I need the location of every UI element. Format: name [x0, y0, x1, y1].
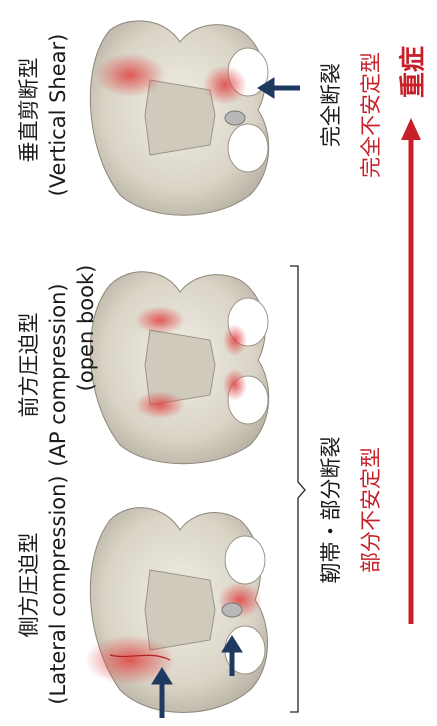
type-2-name: 前方圧迫型 [13, 313, 43, 418]
severity-label: 重症 [393, 46, 430, 98]
type-1-en: (Lateral compression) [46, 475, 70, 704]
bracket [290, 266, 305, 712]
type-3-name: 垂直剪断型 [13, 58, 43, 163]
type-3-en: (Vertical Shear) [46, 34, 70, 197]
pelvis-vertical-shear [90, 21, 268, 215]
stability-complete: 完全不安定型 [355, 52, 385, 178]
stability-partial: 部分不安定型 [355, 447, 385, 573]
severity-arrow [401, 118, 421, 624]
type-2-en: (AP compression) [46, 283, 70, 466]
type-2-en2: (open book) [74, 265, 98, 392]
pelvis-lateral-compression [85, 508, 268, 713]
pelvis-ap-compression [90, 272, 268, 464]
type-1-name: 側方圧迫型 [13, 533, 43, 638]
injury-partial: 靭帯・部分断裂 [315, 437, 345, 584]
injury-complete: 完全断裂 [315, 63, 345, 147]
